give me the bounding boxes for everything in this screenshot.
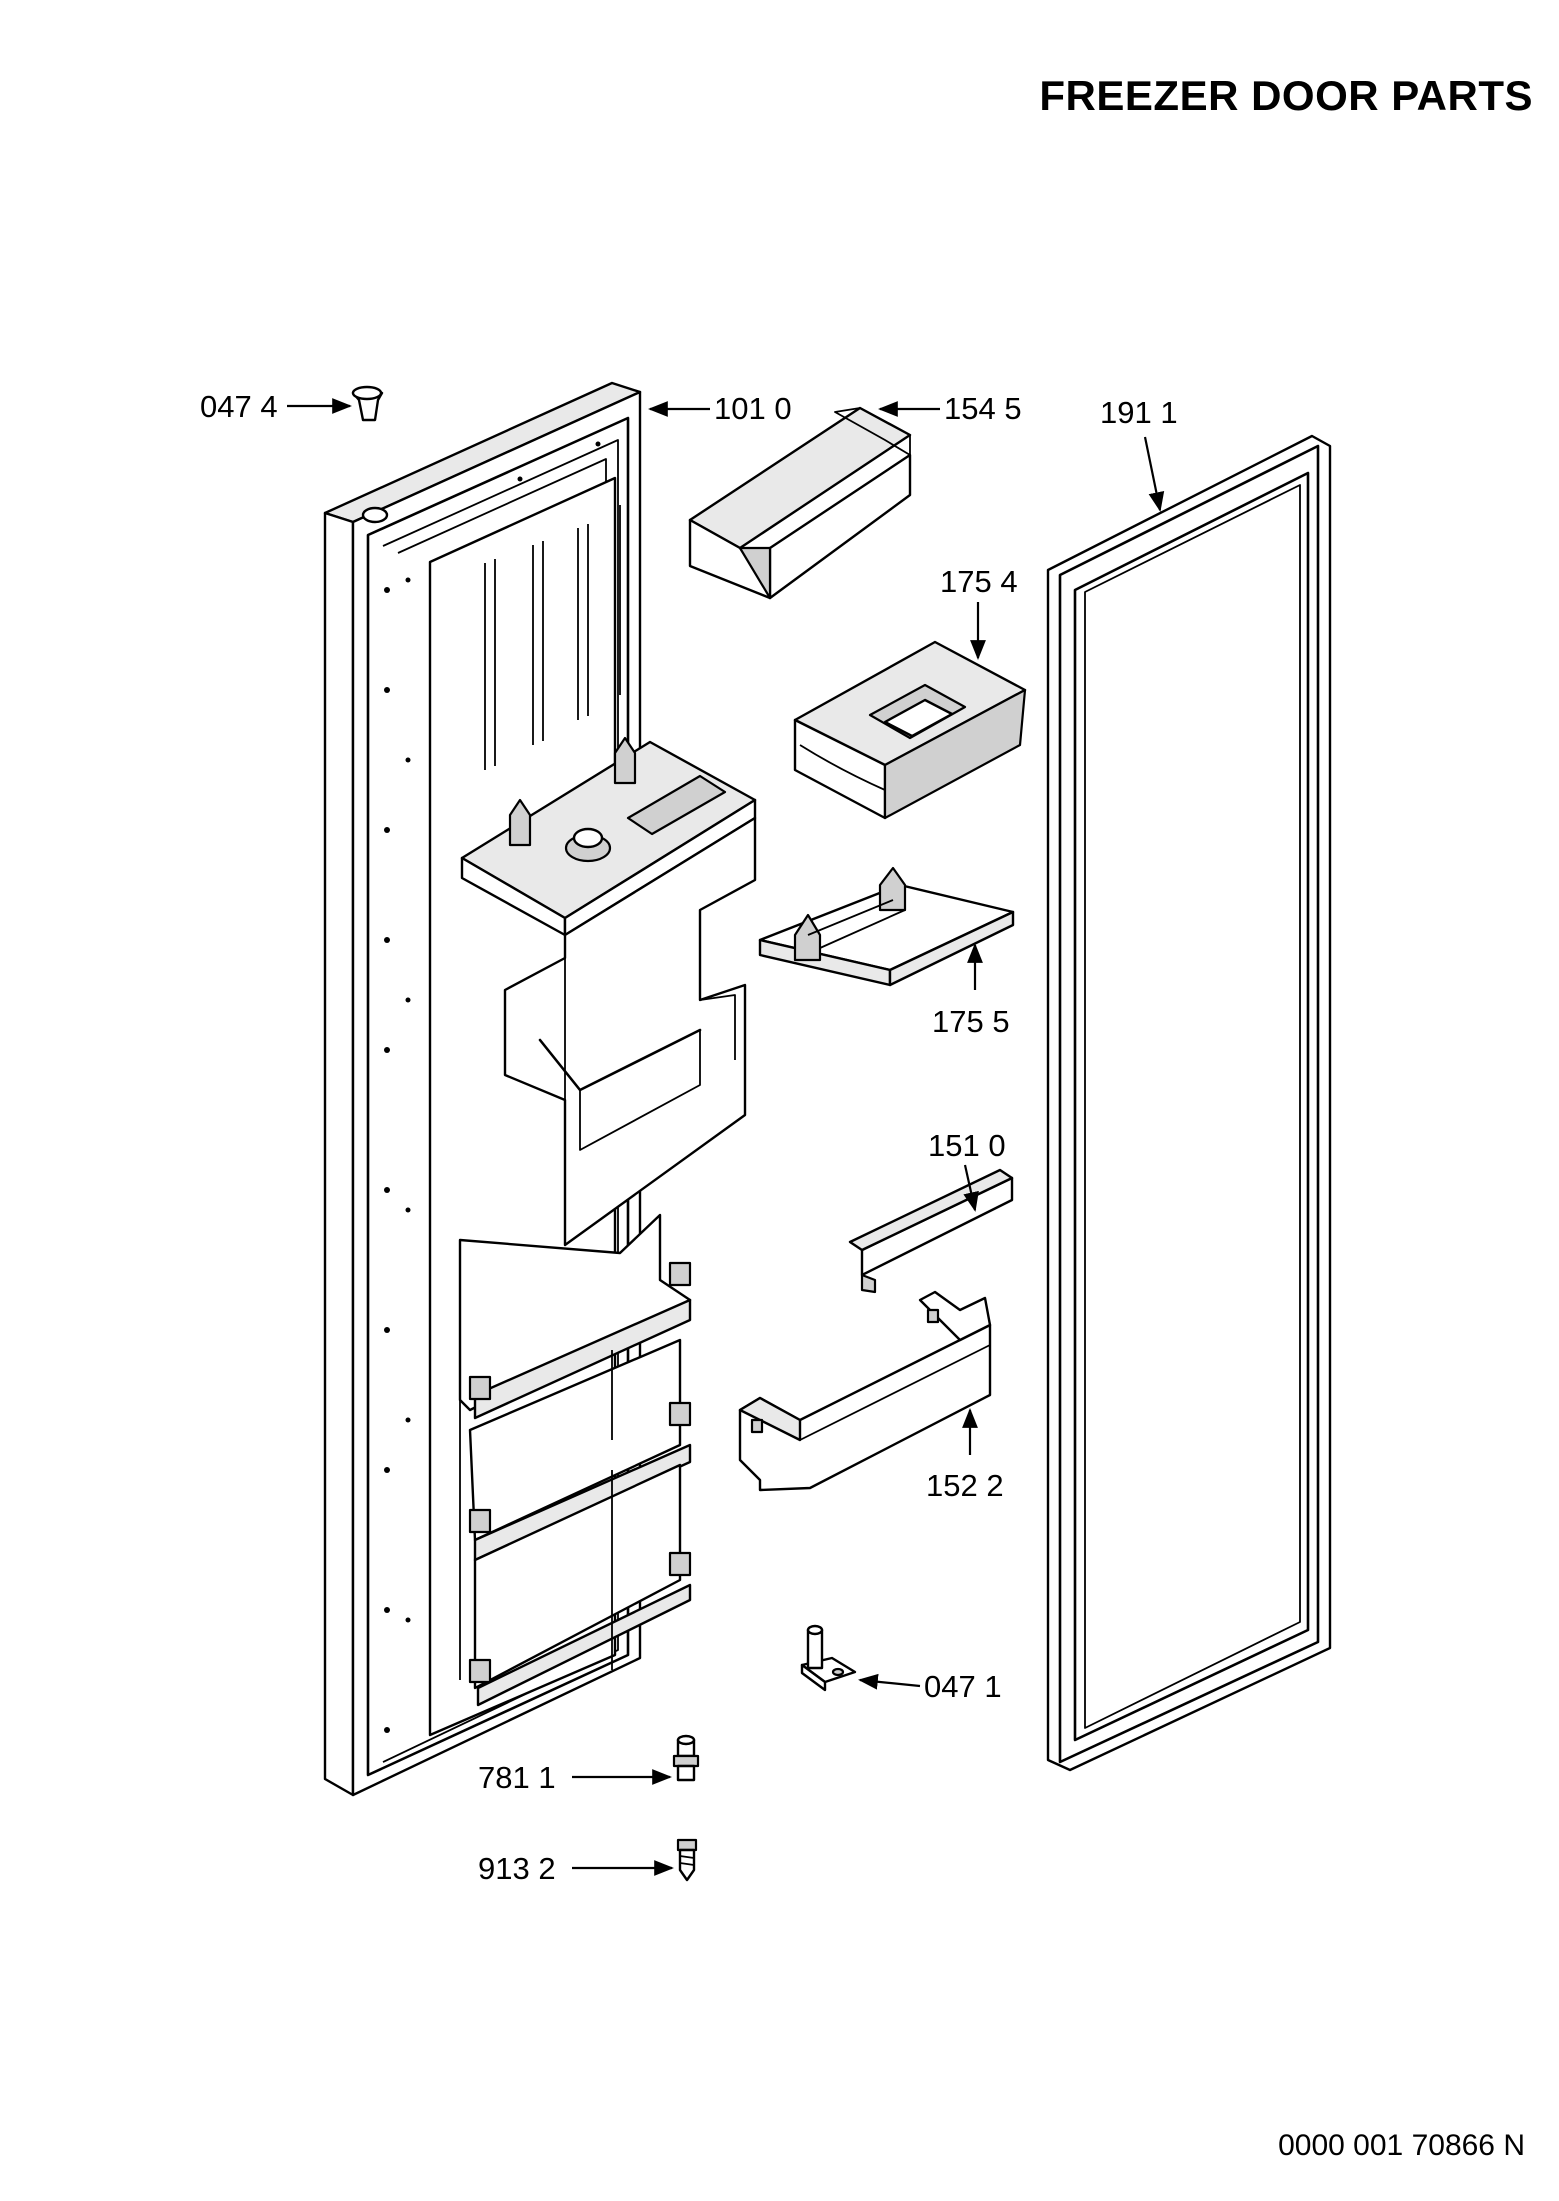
callout-1911: 191 1 [1100, 395, 1178, 430]
lower-door-shelf [738, 1290, 992, 1492]
callout-1755: 175 5 [932, 1004, 1010, 1039]
door-cap-part [351, 385, 384, 422]
door-gasket [1046, 434, 1332, 1772]
callout-1754: 175 4 [940, 564, 1018, 599]
bushing-part [672, 1734, 700, 1782]
hinge-pin-part [800, 1624, 857, 1692]
page-title: FREEZER DOOR PARTS [1039, 72, 1533, 119]
freezer-door-panel [323, 381, 757, 1797]
edge-screw-dots [384, 441, 601, 1733]
shelf-rail [848, 1168, 1014, 1294]
callout-0471: 047 1 [924, 1669, 1002, 1704]
callout-0474: 047 4 [200, 389, 278, 424]
upper-door-shelf [688, 406, 912, 600]
screw-part [676, 1838, 698, 1882]
callout-1010: 101 0 [714, 391, 792, 426]
callout-9132: 913 2 [478, 1851, 556, 1886]
callout-1522: 152 2 [926, 1468, 1004, 1503]
callout-7811: 781 1 [478, 1760, 556, 1795]
document-code: 0000 001 70866 N [1278, 2129, 1525, 2162]
callout-leaders [287, 398, 1165, 1876]
ice-tray-cover [793, 640, 1027, 820]
ice-tray-base [758, 866, 1015, 987]
callout-1545: 154 5 [944, 391, 1022, 426]
callout-1510: 151 0 [928, 1128, 1006, 1163]
